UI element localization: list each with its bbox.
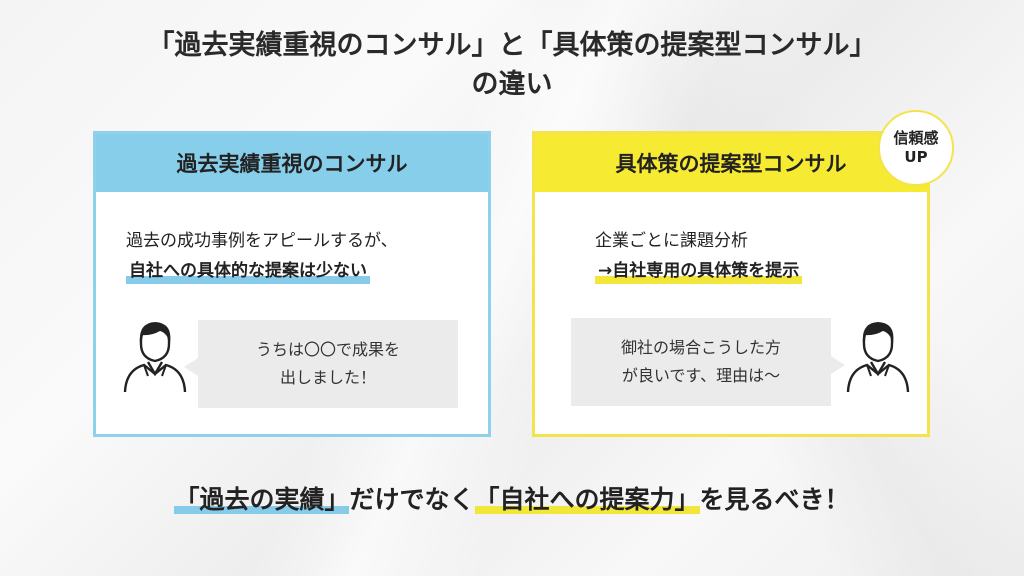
right-bubble-line-1: 御社の場合こうした方 bbox=[620, 338, 781, 357]
conclusion-ending: を見るべき！ bbox=[699, 485, 850, 514]
right-panel-heading: 具体策の提案型コンサル bbox=[535, 134, 927, 192]
left-panel-heading: 過去実績重視のコンサル bbox=[96, 134, 488, 192]
conclusion-connector: だけでなく bbox=[349, 485, 475, 514]
left-desc-line: 過去の成功事例をアピールするが、 bbox=[126, 231, 398, 251]
right-desc-line: 企業ごとに課題分析 bbox=[595, 231, 748, 251]
person-icon bbox=[123, 322, 187, 393]
badge-line-2: UP bbox=[904, 148, 928, 166]
left-desc-highlight: 自社への具体的な提案は少ない bbox=[126, 258, 370, 284]
past-results-consultant-panel: 過去実績重視のコンサル 過去の成功事例をアピールするが、 自社への具体的な提案は… bbox=[93, 131, 491, 437]
title-line-1: 「過去実績重視のコンサル」と「具体策の提案型コンサル」 bbox=[147, 30, 877, 61]
right-speech-bubble: 御社の場合こうした方 が良いです、理由は〜 bbox=[571, 318, 845, 406]
proposal-consultant-panel: 具体策の提案型コンサル 企業ごとに課題分析 →自社専用の具体策を提示 御社の場合… bbox=[532, 131, 930, 437]
bubble-tail bbox=[831, 356, 845, 374]
title-line-2: の違い bbox=[471, 69, 553, 100]
left-speech-bubble: うちは〇〇で成果を 出しました！ bbox=[184, 320, 458, 408]
bubble-tail bbox=[184, 358, 198, 376]
right-panel-description: 企業ごとに課題分析 →自社専用の具体策を提示 bbox=[595, 226, 803, 286]
left-bubble-line-2: 出しました！ bbox=[279, 368, 376, 387]
conclusion-past-results: 「過去の実績」 bbox=[174, 485, 350, 514]
conclusion-message: 「過去の実績」だけでなく「自社への提案力」を見るべき！ bbox=[0, 480, 1024, 520]
right-desc-highlight: →自社専用の具体策を提示 bbox=[595, 258, 803, 284]
conclusion-proposal-power: 「自社への提案力」 bbox=[474, 485, 700, 514]
right-bubble-line-2: が良いです、理由は〜 bbox=[621, 366, 781, 385]
left-panel-description: 過去の成功事例をアピールするが、 自社への具体的な提案は少ない bbox=[126, 226, 398, 286]
person-icon bbox=[846, 322, 910, 393]
left-bubble-line-1: うちは〇〇で成果を bbox=[255, 340, 400, 359]
badge-line-1: 信頼感 bbox=[893, 129, 939, 147]
trust-up-badge: 信頼感 UP bbox=[878, 110, 954, 186]
page-title: 「過去実績重視のコンサル」と「具体策の提案型コンサル」 の違い bbox=[0, 26, 1024, 104]
